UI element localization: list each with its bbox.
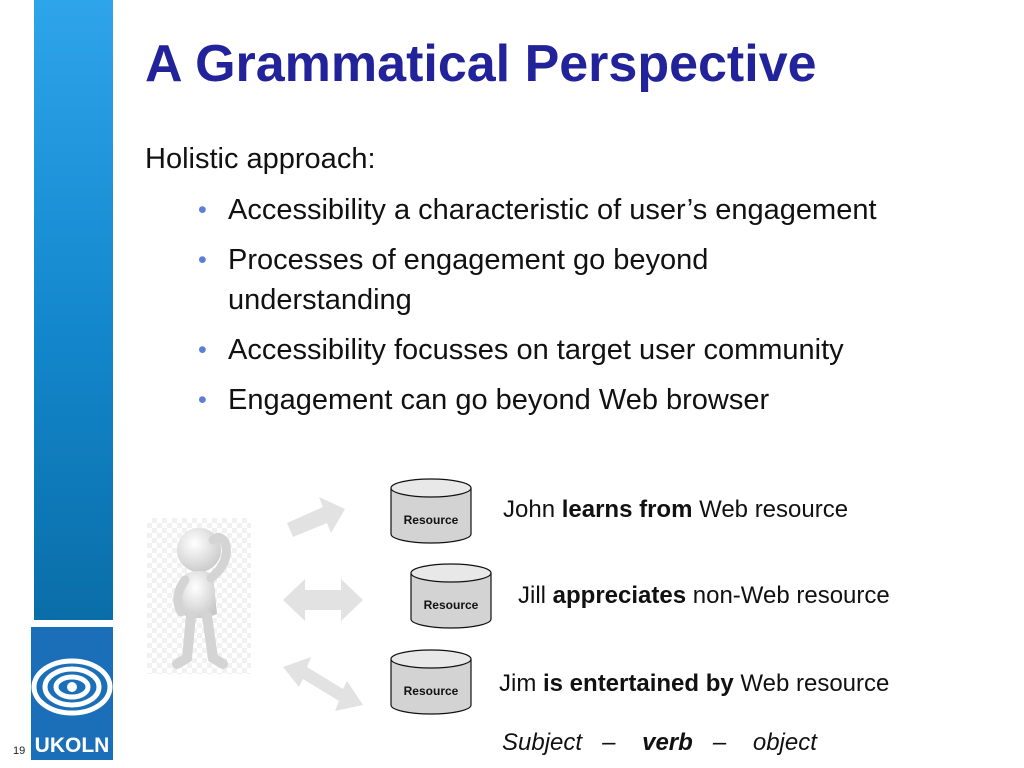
database-icon — [390, 649, 472, 715]
sentence-subject: John — [503, 496, 556, 523]
bullet-list: • Accessibility a characteristic of user’… — [195, 190, 1005, 430]
sentence-verb: appreciates — [552, 582, 687, 609]
resource-database-3: Resource — [390, 649, 472, 715]
sentence-jill: Jill appreciates non-Web resource — [518, 582, 890, 610]
database-icon — [390, 478, 472, 544]
grammar-dash: – — [602, 729, 616, 756]
sentence-verb: learns from — [561, 496, 693, 523]
bullet-text: Accessibility a characteristic of user’s… — [228, 194, 877, 226]
double-arrow-icon — [283, 579, 363, 621]
bullet-item: • Processes of engagement go beyond under… — [195, 240, 1005, 320]
page-title: A Grammatical Perspective — [145, 35, 817, 93]
ukoln-logo: UKOLN — [31, 627, 113, 760]
bullet-item: • Engagement can go beyond Web browser — [195, 380, 1005, 420]
grammar-dash: – — [712, 729, 727, 756]
logo-text: UKOLN — [34, 734, 110, 757]
sentence-john: John learns from Web resource — [503, 496, 848, 524]
bullet-item: • Accessibility focusses on target user c… — [195, 330, 1005, 370]
sentence-jim: Jim is entertained by Web resource — [499, 670, 889, 698]
bullet-item: • Accessibility a characteristic of user’… — [195, 190, 1005, 230]
bullet-text: Engagement can go beyond Web browser — [228, 384, 770, 416]
bullet-text: Accessibility focusses on target user co… — [228, 334, 844, 366]
intro-text: Holistic approach: — [145, 143, 376, 175]
person-figure — [147, 518, 251, 674]
bullet-dot-icon: • — [198, 336, 207, 364]
ukoln-eye-logo — [31, 658, 113, 716]
grammar-verb: verb — [642, 729, 693, 756]
sentence-object: non-Web resource — [692, 582, 890, 609]
grammar-subject: Subject — [502, 729, 583, 756]
slide-number: 19 — [13, 745, 26, 757]
resource-label: Resource — [423, 598, 479, 612]
resource-database-1: Resource — [390, 478, 472, 544]
bullet-dot-icon: • — [198, 386, 207, 414]
bullet-dot-icon: • — [198, 246, 207, 274]
grammar-pattern: Subject – verb – object — [502, 729, 817, 757]
sentence-subject: Jim — [499, 670, 537, 697]
sentence-object: Web resource — [699, 496, 849, 523]
database-icon — [410, 563, 492, 629]
sentence-verb: is entertained by — [543, 670, 734, 697]
arrow-right-icon — [287, 497, 345, 537]
bullet-dot-icon: • — [198, 196, 207, 224]
resource-label: Resource — [403, 513, 459, 527]
sentence-subject: Jill — [518, 582, 546, 609]
resource-label: Resource — [403, 684, 459, 698]
resource-database-2: Resource — [410, 563, 492, 629]
person-figure-icon — [172, 528, 231, 669]
side-bar — [34, 0, 113, 620]
sentence-object: Web resource — [740, 670, 890, 697]
double-arrow-diagonal-icon — [283, 657, 363, 711]
bullet-text: Processes of engagement go beyond unders… — [228, 244, 709, 316]
grammar-object: object — [752, 729, 817, 756]
